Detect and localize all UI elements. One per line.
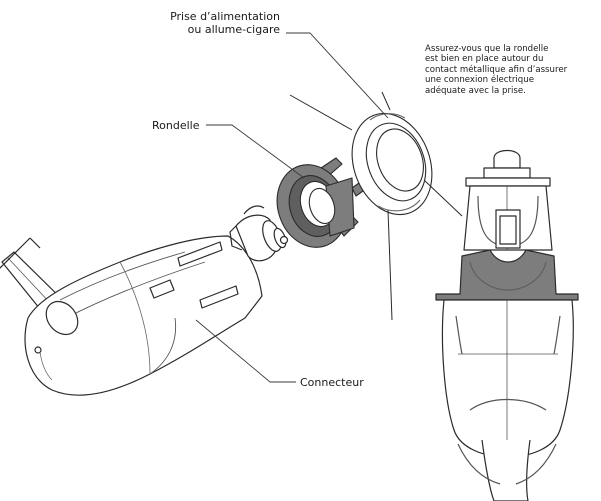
connector-body [24,235,263,396]
note-line-1: Assurez-vous que la rondelle [425,44,549,54]
connector-illustration [0,205,289,396]
socket-ring-illustration [289,91,463,321]
label-connector: Connecteur [300,376,364,389]
note-line-3: contact métallique afin d’assurer [425,64,568,75]
label-power-socket: Prise d’alimentation ou allume-cigare [158,10,280,36]
assembled-connector-illustration [435,149,579,501]
note-line-5: adéquate avec la prise. [425,85,526,96]
label-power-socket-line2: ou allume-cigare [187,23,280,36]
note-line-4: une connexion électrique [425,75,534,86]
note-line-2: est bien en place autour du [425,54,544,65]
leader-power-socket [286,32,389,119]
assembly-note: Assurez-vous que la rondelle est bien en… [425,44,567,96]
leader-washer [206,124,305,179]
assembled-washer [435,249,579,301]
label-washer: Rondelle [152,119,200,132]
label-power-socket-line1: Prise d’alimentation [170,10,280,23]
washer-illustration [276,157,371,248]
leader-connector [195,319,296,383]
leader-lines [195,32,389,383]
